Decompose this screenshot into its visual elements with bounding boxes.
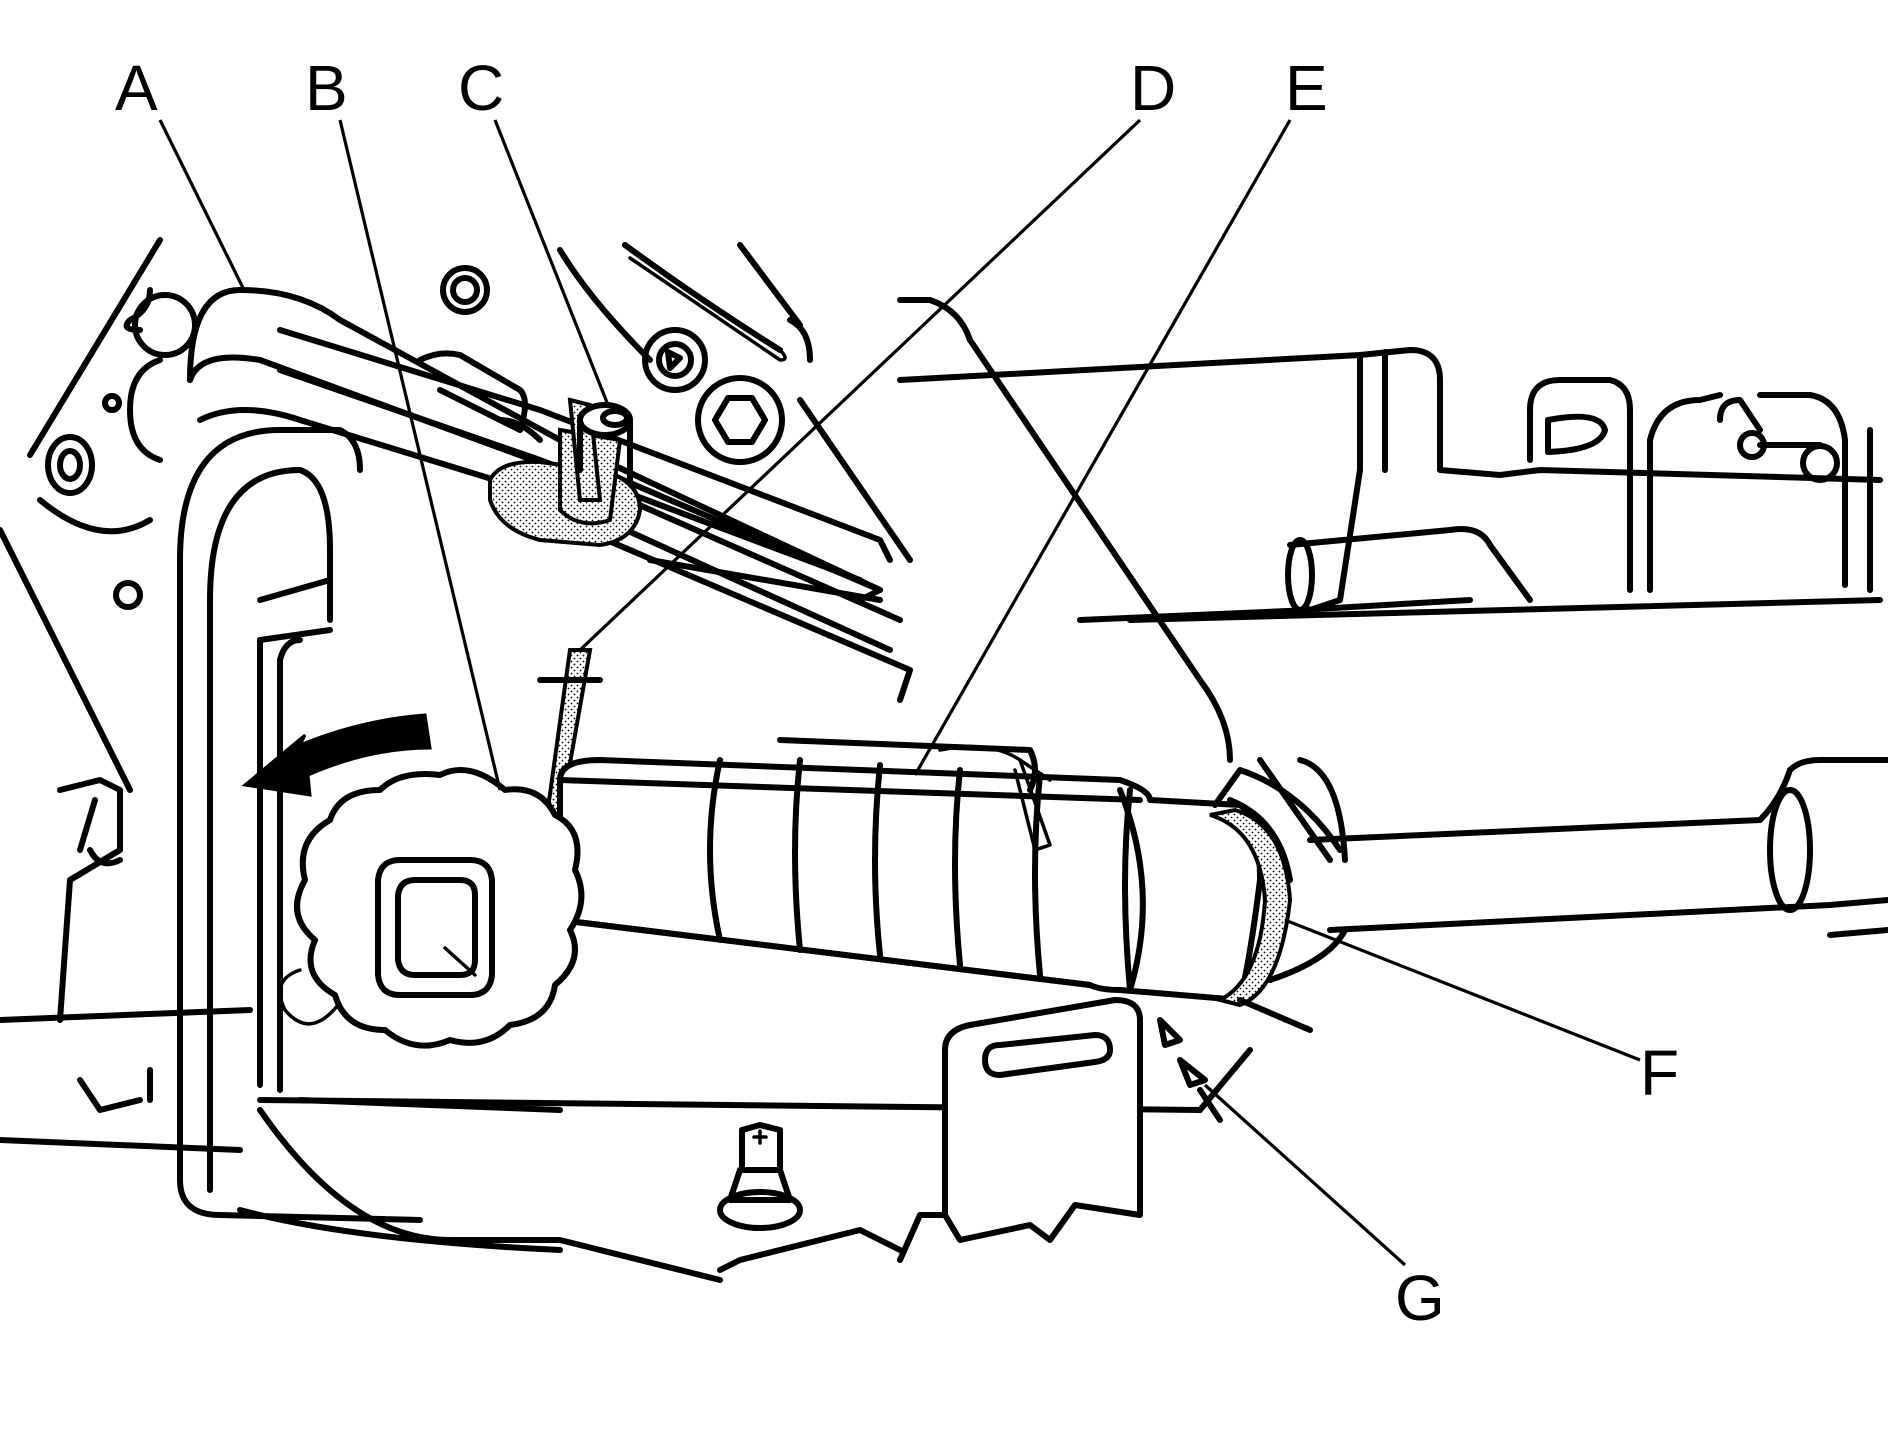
leaf-spring: [0, 237, 913, 1113]
rotation-arrow: [241, 713, 432, 797]
retainer-plate: [897, 997, 1223, 1263]
callout-d: D: [1130, 52, 1176, 124]
leader-c: [493, 119, 610, 406]
leader-d: [578, 118, 1142, 652]
mounting-bolts: [417, 265, 785, 465]
callout-g: G: [1395, 1262, 1445, 1334]
leader-b: [338, 119, 502, 791]
callout-f: F: [1640, 1037, 1679, 1109]
leader-f: [1284, 918, 1641, 1062]
callout-b: B: [305, 52, 348, 124]
callout-c: C: [458, 52, 504, 124]
leader-lines: [158, 118, 1641, 1267]
u-bolt-bracket: [177, 427, 903, 1273]
adjuster-knob: [278, 767, 585, 1049]
callout-a: A: [115, 52, 158, 124]
leader-g: [1203, 1083, 1407, 1267]
leader-a: [158, 119, 247, 293]
callout-labels: A B C D E F G: [115, 52, 1679, 1334]
cylinder-tube: [557, 737, 1348, 1033]
leader-e: [913, 119, 1292, 776]
callout-e: E: [1285, 52, 1328, 124]
drain-plug: [488, 397, 643, 548]
